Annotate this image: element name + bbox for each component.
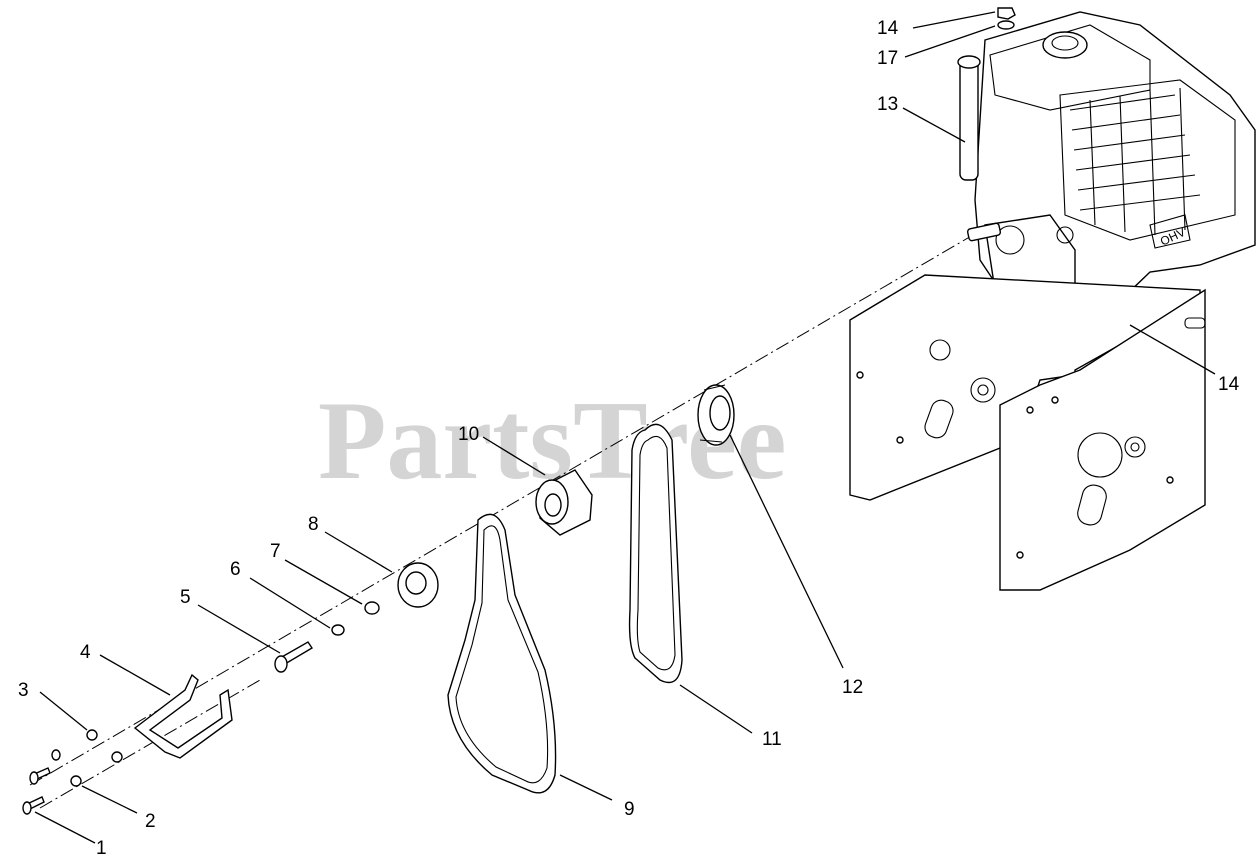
part-5-shoulder-bolt: [274, 641, 313, 673]
part-6-washer: [331, 624, 345, 636]
callout-8: 8: [308, 514, 319, 535]
part-12-pulley-hub: [697, 384, 735, 446]
callout-3: 3: [18, 680, 29, 701]
callout-9: 9: [624, 799, 635, 820]
small-hardware-left: [22, 729, 123, 815]
engine: OHV: [957, 11, 1256, 331]
callout-14-right: 14: [1218, 374, 1240, 395]
callout-13: 13: [877, 94, 898, 115]
part-4-bracket: [133, 673, 233, 759]
part-7-washer: [364, 601, 380, 615]
part-9-belt: [447, 513, 557, 794]
part-8-pulley: [397, 562, 439, 608]
callout-14-top: 14: [877, 18, 899, 39]
callout-2: 2: [145, 811, 156, 832]
callout-17: 17: [877, 48, 898, 69]
callout-6: 6: [230, 559, 241, 580]
leader-lines: [34, 11, 1216, 844]
callout-10: 10: [458, 424, 479, 445]
callout-12: 12: [842, 677, 863, 698]
callout-11: 11: [762, 729, 782, 750]
callout-5: 5: [180, 587, 191, 608]
callout-4: 4: [80, 642, 91, 663]
part-10-idler-pulley: [535, 469, 593, 536]
callout-7: 7: [270, 541, 281, 562]
centerline-upper: [29, 227, 986, 786]
callout-1: 1: [96, 838, 107, 859]
centerline-lower: [39, 679, 261, 809]
frame-plates: [849, 274, 1206, 591]
part-11-belt: [628, 423, 683, 684]
